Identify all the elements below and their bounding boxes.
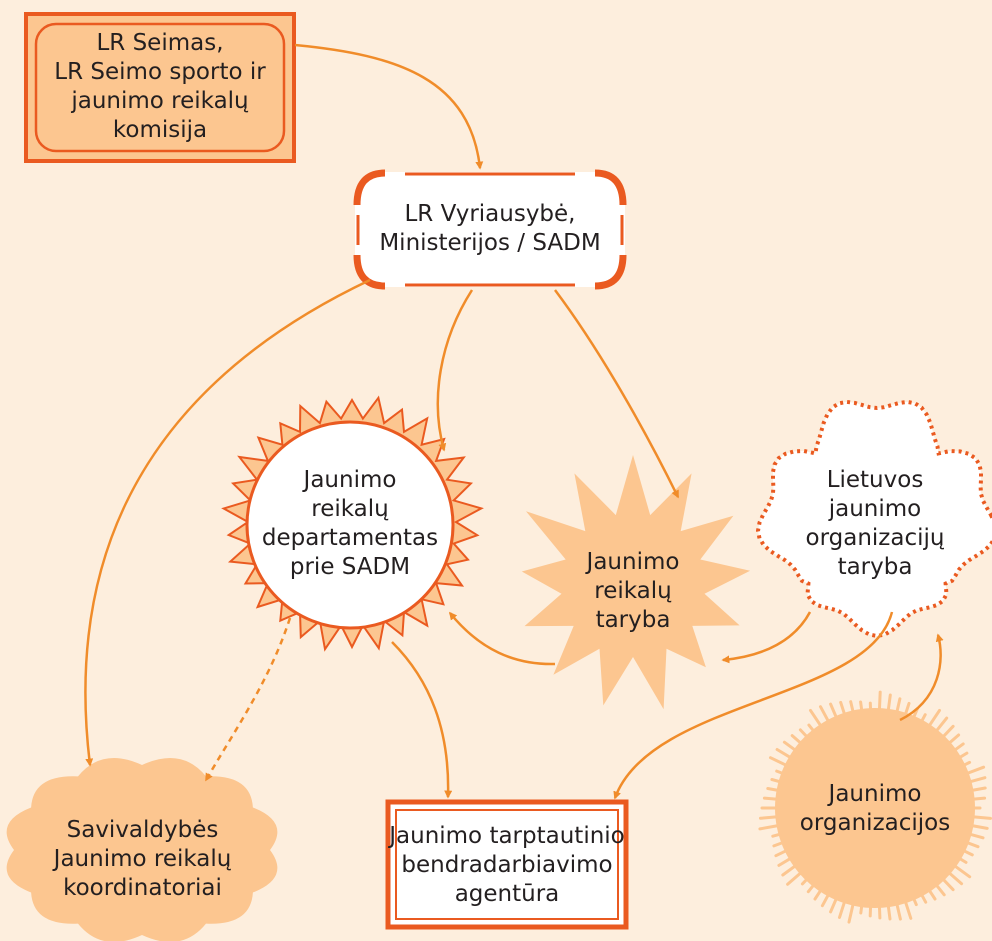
- label-line: Jaunimo: [586, 549, 680, 575]
- label-line: komisija: [112, 117, 208, 143]
- arrow-vyriausybe-departamentas: [436, 289, 474, 452]
- label-savivaldybes: Savivaldybės Jaunimo reikalų koordinator…: [20, 816, 265, 903]
- arrow-ljot-agentura: [613, 611, 894, 800]
- node-seimas: [24, 12, 296, 163]
- label-line: LR Seimas,: [96, 30, 224, 56]
- arrow-vyriausybe-savivaldybes: [84, 278, 371, 767]
- arrow-departamentas-agentura: [391, 641, 453, 799]
- label-departamentas: Jaunimo reikalų departamentas prie SADM: [250, 466, 450, 582]
- label-agentura: Jaunimo tarptautinio bendradarbiavimo ag…: [388, 822, 626, 909]
- label-line: Lietuvos: [826, 467, 924, 493]
- label-line: departamentas: [261, 525, 439, 551]
- label-vyriausybe: LR Vyriausybė, Ministerijos / SADM: [355, 200, 625, 258]
- node-ljot: [755, 399, 992, 639]
- label-line: jaunimo reikalų: [71, 88, 249, 114]
- label-line: LR Vyriausybė,: [404, 201, 576, 227]
- node-departamentas: [221, 395, 484, 652]
- label-line: taryba: [595, 607, 671, 633]
- label-line: Jaunimo tarptautinio: [389, 823, 625, 849]
- label-line: koordinatoriai: [63, 875, 222, 901]
- node-savivaldybes: [6, 758, 278, 941]
- label-line: organizacijų: [805, 525, 945, 551]
- node-agentura: [385, 799, 629, 930]
- label-line: bendradarbiavimo: [401, 852, 613, 878]
- arrow-seimas-vyriausybe: [294, 43, 484, 170]
- arrow-departamentas-savivaldybes: [204, 617, 292, 782]
- label-line: reikalų: [311, 496, 389, 522]
- label-line: Jaunimo reikalų: [53, 846, 232, 872]
- node-vyriausybe: [353, 169, 627, 290]
- arrow-vyriausybe-taryba: [553, 289, 680, 499]
- label-line: Jaunimo: [303, 467, 397, 493]
- node-organizacijos: [758, 690, 992, 924]
- label-line: Savivaldybės: [66, 817, 219, 843]
- label-line: reikalų: [594, 578, 672, 604]
- label-seimas: LR Seimas, LR Seimo sporto ir jaunimo re…: [26, 29, 294, 145]
- label-line: jaunimo: [828, 496, 922, 522]
- arrow-organizacijos-ljot: [899, 633, 944, 722]
- label-taryba: Jaunimo reikalų taryba: [558, 548, 708, 635]
- label-line: Jaunimo: [828, 781, 922, 807]
- node-taryba: [521, 455, 751, 710]
- arrow-ljot-taryba: [721, 611, 812, 664]
- label-ljot: Lietuvos jaunimo organizacijų taryba: [800, 466, 950, 582]
- label-line: organizacijos: [799, 810, 951, 836]
- label-line: agentūra: [454, 881, 560, 907]
- label-organizacijos: Jaunimo organizacijos: [790, 780, 960, 838]
- label-line: Ministerijos / SADM: [379, 230, 601, 256]
- label-line: taryba: [837, 554, 913, 580]
- arrow-taryba-departamentas: [448, 611, 556, 666]
- label-line: LR Seimo sporto ir: [54, 59, 266, 85]
- label-line: prie SADM: [289, 554, 411, 580]
